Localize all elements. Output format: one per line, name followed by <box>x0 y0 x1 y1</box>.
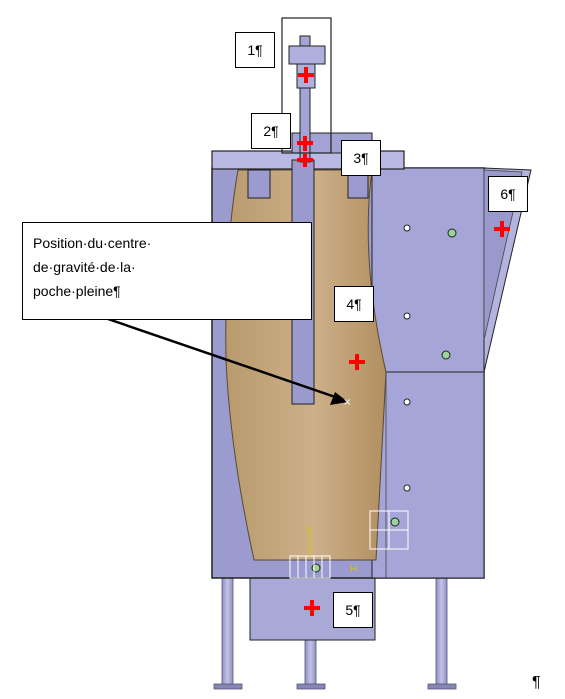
bolt-holes <box>403 224 411 492</box>
marker-1 <box>298 67 314 83</box>
label-6: 6¶ <box>488 176 528 212</box>
callout-line-1: Position·du·centre· <box>33 235 152 251</box>
label-4: 4¶ <box>334 286 374 322</box>
callout-line-2: de·gravité·de·la· <box>33 259 136 275</box>
label-5: 5¶ <box>333 592 373 628</box>
label-3: 3¶ <box>341 140 381 176</box>
h-axis-label: H <box>350 564 357 575</box>
label-2: 2¶ <box>251 113 291 149</box>
marker-5 <box>304 600 320 616</box>
cog-marker-x: × <box>343 397 351 408</box>
marker-2 <box>297 136 313 151</box>
marker-4 <box>349 354 365 370</box>
marker-6 <box>494 221 510 237</box>
red-markers <box>297 67 510 616</box>
marker-3 <box>297 153 313 167</box>
reference-grid <box>289 510 409 579</box>
v-axis-label: V <box>306 524 312 534</box>
green-fasteners <box>311 228 457 573</box>
callout-line-3: poche·pleine¶ <box>33 283 121 299</box>
center-of-gravity-callout: Position·du·centre· de·gravité·de·la· po… <box>22 222 312 320</box>
paragraph-end-mark: ¶ <box>532 674 541 691</box>
pointer-arrow <box>107 317 348 405</box>
label-1: 1¶ <box>235 32 275 68</box>
